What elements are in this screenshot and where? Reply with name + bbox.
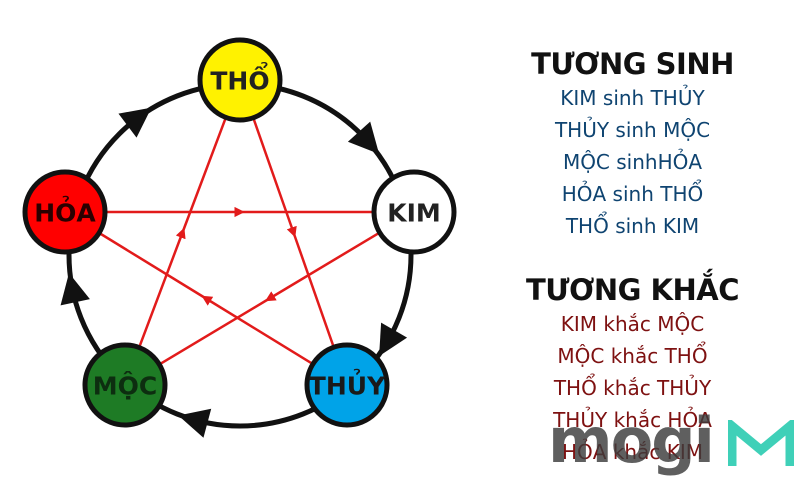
tuong-sinh-item: KIM sinh THỦY (560, 86, 705, 110)
element-label-tho: THỔ (210, 61, 269, 96)
generating-arrow-thuy-to-moc (178, 408, 212, 438)
tuong-sinh-title: TƯƠNG SINH (531, 47, 734, 81)
tuong-khac-item: THỔ khắc THỦY (553, 376, 712, 400)
mogi-watermark: mogi (548, 410, 798, 490)
generating-arrow-moc-to-hoa (60, 272, 90, 306)
tuong-khac-legend: TƯƠNG KHẮC KIM khắc MỘC MỘC khắc THỔ THỔ… (505, 272, 760, 468)
watermark-text: mogi (548, 404, 715, 477)
overcoming-line-moc-to-tho (123, 79, 242, 386)
tuong-khac-item: KIM khắc MỘC (560, 312, 705, 336)
element-node-moc: MỘC (82, 342, 168, 428)
element-label-hoa: HỎA (34, 195, 96, 228)
tuong-sinh-item: THỦY sinh MỘC (554, 118, 711, 142)
generating-arrow-kim-to-thuy (379, 322, 408, 357)
tuong-khac-item: HỎA khắc KIM (562, 440, 703, 464)
element-node-tho: THỔ (197, 37, 283, 123)
element-node-thuy: THỦY (304, 342, 390, 428)
tuong-khac-title: TƯƠNG KHẮC (526, 273, 739, 307)
five-elements-diagram: THỔ KIM THỦY MỘC HỎA (22, 37, 457, 438)
overcoming-cycle-star (64, 79, 415, 387)
element-circle-tho (197, 37, 283, 123)
tuong-khac-item: MỘC khắc THỔ (557, 344, 708, 368)
element-circle-kim (371, 169, 457, 255)
generating-cycle-arrows (60, 107, 408, 438)
element-label-kim: KIM (387, 199, 441, 228)
overcoming-line-tho-to-thuy (238, 79, 349, 386)
overcoming-line-thuy-to-hoa (64, 210, 348, 387)
element-label-moc: MỘC (93, 371, 157, 401)
element-circle-thuy (304, 342, 390, 428)
element-circle-moc (82, 342, 168, 428)
element-node-kim: KIM (371, 169, 457, 255)
element-node-hoa: HỎA (22, 169, 108, 255)
tuong-khac-item: THỦY khắc HỎA (553, 408, 712, 432)
tuong-sinh-item: THỔ sinh KIM (565, 214, 700, 238)
overcoming-line-kim-to-moc (124, 210, 415, 387)
mogi-logo-icon (728, 420, 794, 466)
generating-arrow-hoa-to-tho (118, 107, 152, 138)
tuong-sinh-item: HỎA sinh THỔ (561, 182, 704, 206)
tuong-sinh-legend: TƯƠNG SINH KIM sinh THỦY THỦY sinh MỘC M… (505, 46, 760, 242)
generating-arrow-tho-to-kim (347, 121, 380, 154)
element-circle-hoa (22, 169, 108, 255)
element-label-thuy: THỦY (309, 368, 386, 401)
tuong-sinh-item: MỘC sinhHỎA (562, 150, 703, 174)
